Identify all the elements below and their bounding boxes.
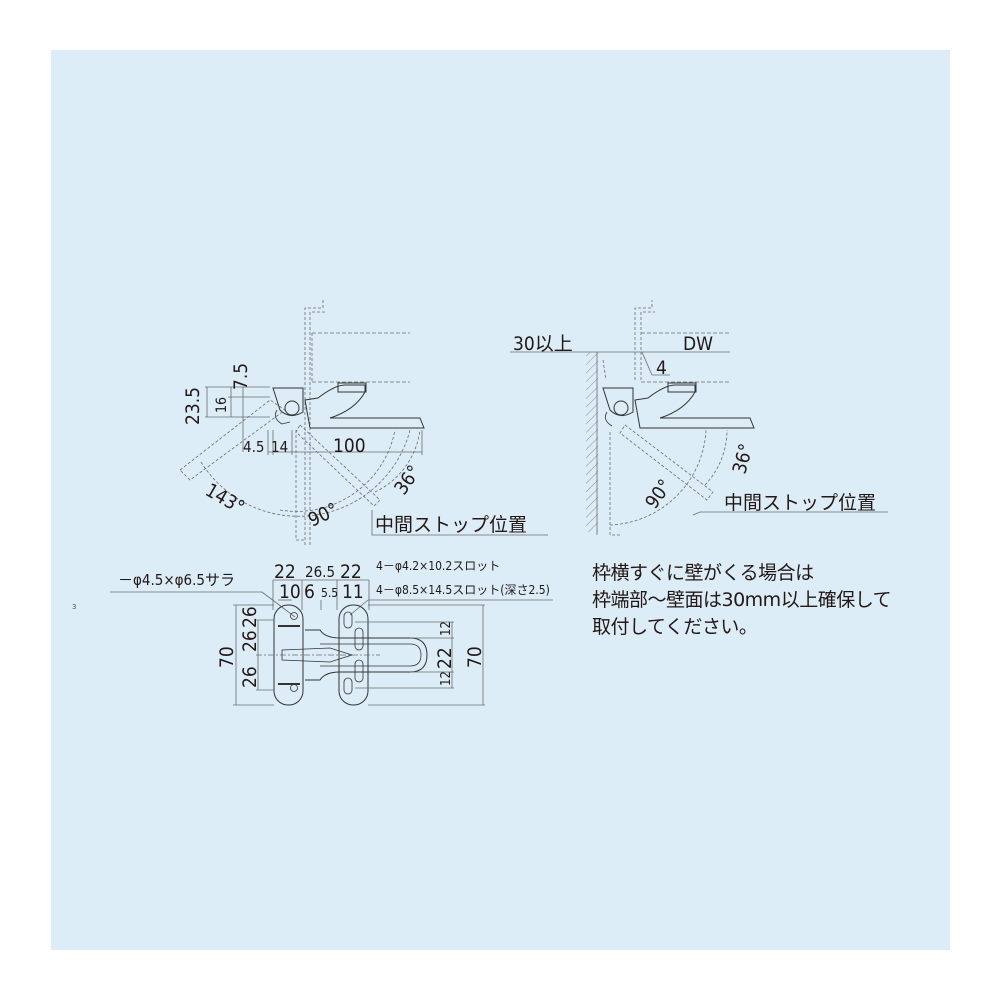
drawing-panel [51,50,950,950]
plan-view-labels: －φ4.5×φ6.5サラ 22 26.5 22 10 6 5.5 11 4－φ4… [118,559,550,688]
dim-26-5: 26.5 [305,563,335,581]
left-side-view [179,300,548,545]
dim-dw: DW [683,333,713,355]
dim-30-or-more: 30以上 [513,333,573,355]
angle-36-right: 36° [729,441,758,476]
dim-26-upper: 26 [239,630,261,652]
right-dimension-labels: 30以上 DW 4 90° 36° 中間ストップ位置 [513,333,876,514]
dim-70-left: 70 [216,646,238,668]
note-line-1: 枠横すぐに壁がくる場合は [592,562,814,584]
dim-10: 10 [279,581,301,603]
right-callout-midstop: 中間ストップ位置 [724,492,876,514]
left-callout-midstop: 中間ストップ位置 [375,514,527,536]
dim-12-bottom: 12 [439,671,454,686]
dim-11: 11 [342,581,364,603]
dim-70-right: 70 [464,646,486,668]
dim-22-middle: 22 [434,647,456,669]
dim-4: 4 [656,357,667,379]
note-line-3: 取付してください。 [592,616,758,638]
angle-143: 143° [202,479,249,519]
dim-12-top: 12 [439,621,454,636]
right-side-view [510,300,888,536]
left-dimension-labels: 23.5 16 7.5 4.5 14 100 143° 90° 36° 中間スト… [182,363,527,536]
dim-26-lower: 26 [239,666,261,688]
dim-16: 16 [214,397,230,413]
dim-100: 100 [333,435,366,457]
note-line-2: 枠端部～壁面は30mm以上確保して [592,589,892,611]
slot-note-2: 4－φ8.5×14.5スロット(深さ2.5) [376,583,550,597]
page-mark: 3 [72,603,77,611]
slot-note-1: 4－φ4.2×10.2スロット [376,559,500,573]
angle-90-right: 90° [641,475,676,512]
dim-6: 6 [304,581,315,603]
dim-7-5: 7.5 [230,363,252,390]
installation-note: 枠横すぐに壁がくる場合は 枠端部～壁面は30mm以上確保して 取付してください。 [592,560,892,641]
dim-22-left: 22 [274,561,296,583]
plan-view [110,579,553,706]
dim-14: 14 [271,438,288,456]
dim-23-5: 23.5 [182,387,204,425]
angle-36-left: 36° [390,461,425,498]
dim-4-5: 4.5 [243,438,264,456]
hole-note: －φ4.5×φ6.5サラ [118,571,235,589]
dim-22-right: 22 [340,561,362,583]
dim-26-upper-2: 26 [239,606,261,628]
dim-5-5: 5.5 [321,586,338,600]
